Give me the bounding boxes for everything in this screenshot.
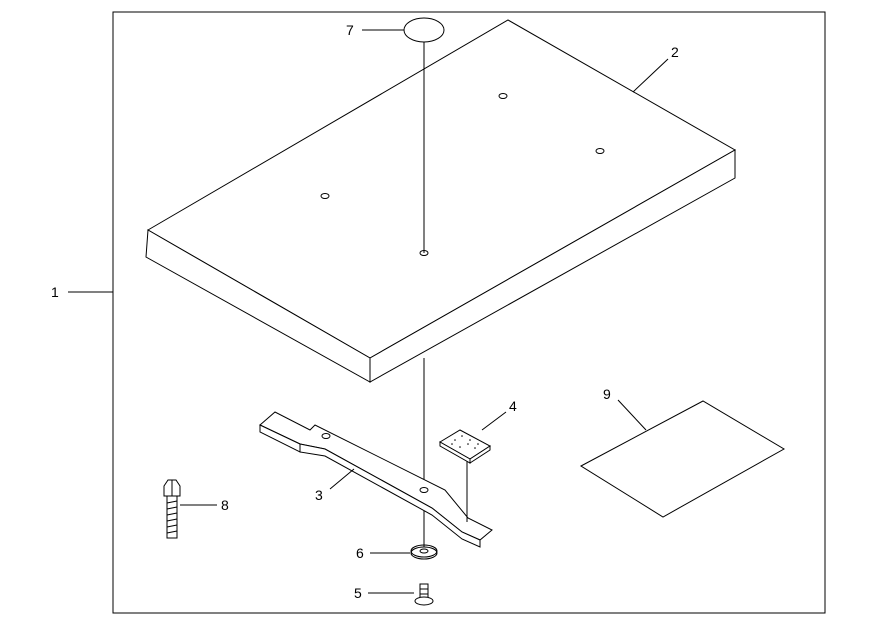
callout-4-leader [481, 411, 507, 431]
bracket-hole-center [419, 487, 429, 493]
callout-1: 1 [51, 284, 59, 300]
part-7-label [403, 17, 445, 43]
callout-8: 8 [221, 497, 229, 513]
part-3-bracket [259, 411, 493, 548]
callout-3: 3 [315, 487, 323, 503]
callout-9-leader [617, 399, 647, 431]
callout-6: 6 [356, 545, 364, 561]
part-9-sheet [579, 400, 786, 518]
part-2-seat-board [145, 19, 737, 383]
hole-top-center [498, 93, 508, 99]
part-5-screw [414, 583, 434, 606]
hole-right [595, 148, 605, 154]
diagram-frame [112, 11, 826, 614]
part-4-pad [439, 429, 491, 464]
callout-3-leader [329, 468, 355, 490]
callout-4: 4 [509, 398, 517, 414]
callout-2: 2 [671, 44, 679, 60]
callout-5: 5 [354, 585, 362, 601]
bracket-hole-left [321, 433, 331, 439]
part-8-bolt [163, 479, 181, 539]
callout-7: 7 [346, 22, 354, 38]
callout-2-leader [632, 58, 669, 93]
callout-9: 9 [603, 386, 611, 402]
hole-top-left [320, 193, 330, 199]
part-6-washer [410, 544, 438, 560]
